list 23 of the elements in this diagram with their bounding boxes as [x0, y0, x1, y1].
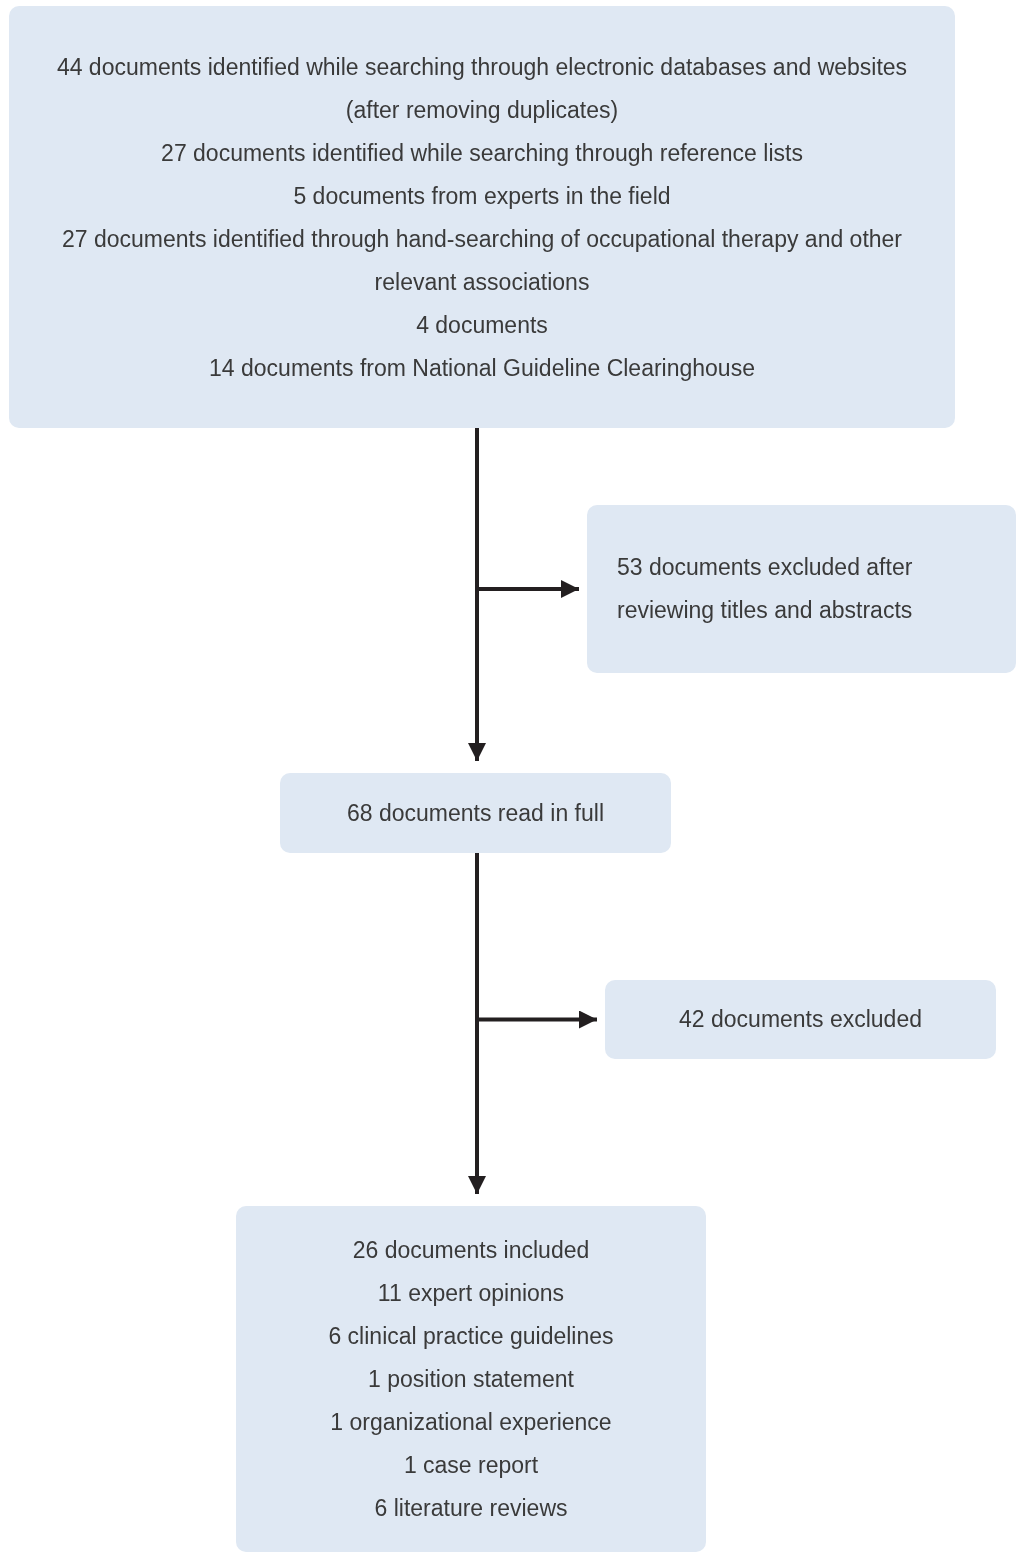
box-text: 53 documents excluded after reviewing titles and abstracts — [617, 553, 914, 625]
box-text: 1 case report — [402, 1451, 540, 1480]
box-text: 5 documents from experts in the field — [292, 182, 672, 211]
box-text: 1 organizational experience — [329, 1408, 613, 1437]
arrow — [468, 853, 486, 1194]
box-text: 26 documents included — [351, 1236, 591, 1265]
process-box — [9, 6, 955, 428]
box-text: 27 documents identified while searching through reference lists — [160, 139, 804, 168]
box-text: 42 documents excluded — [678, 1005, 923, 1034]
box-text: 4 documents — [415, 311, 549, 340]
box-text: 1 position statement — [367, 1365, 575, 1394]
arrow — [468, 428, 486, 761]
process-box — [605, 980, 996, 1059]
box-text: 6 literature reviews — [373, 1494, 569, 1523]
process-box — [587, 505, 1016, 673]
box-text: 11 expert opinions — [376, 1279, 566, 1308]
box-text: 68 documents read in full — [346, 798, 605, 828]
box-text: 44 documents identified while searching through electronic databases and websites (after removing duplicates) — [55, 53, 909, 125]
process-box — [236, 1206, 706, 1552]
box-text: 6 clinical practice guidelines — [327, 1322, 615, 1351]
box-text: 14 documents from National Guideline Clearinghouse — [208, 354, 756, 383]
process-box — [280, 773, 671, 853]
box-text: 27 documents identified through hand-searching of occupational therapy and other relevant associations — [60, 225, 904, 297]
